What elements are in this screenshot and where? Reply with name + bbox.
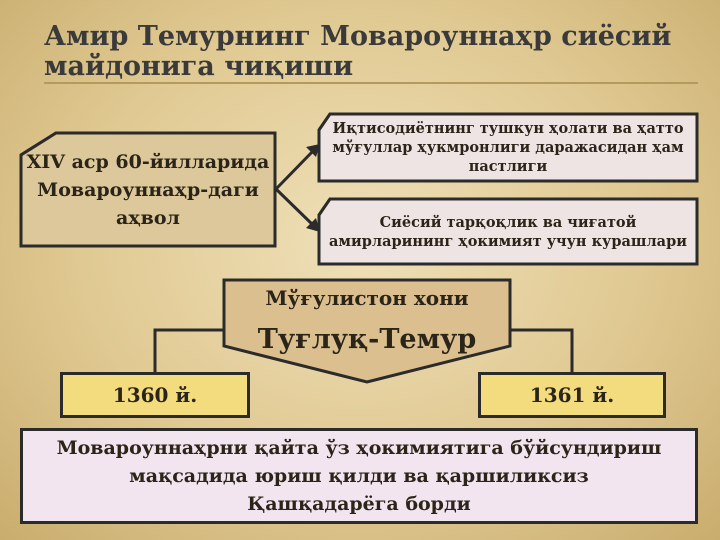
left-situation-box: XIV аср 60-йилларида Мовароуннаҳр-даги а… [20,132,276,247]
center-title: Туғлуқ-Темур [257,324,477,355]
center-box-shape [222,278,512,384]
summary-box: Мовароуннаҳрни қайта ўз ҳокимиятига бўйс… [20,428,698,524]
economy-box: Иқтисодиётнинг тушкун ҳолати ва ҳатто мў… [318,113,698,182]
page-title: Амир Темурнинг Мовароуннаҳр сиёсий майдо… [44,21,672,82]
year-1360-box: 1360 й. [60,372,250,418]
center-subtitle: Мўғулистон хони [265,286,469,310]
year-1361-box: 1361 й. [478,372,666,418]
arrow-to-top [274,148,316,191]
line-to-1360 [153,328,224,372]
arrowhead-top [306,144,320,157]
line-to-1361 [510,328,574,372]
politics-box: Сиёсий тарқоқлик ва чиғатой амирларининг… [318,198,698,265]
arrowhead-bottom [306,218,320,232]
arrow-to-bottom [274,187,316,228]
title-divider [44,82,698,84]
